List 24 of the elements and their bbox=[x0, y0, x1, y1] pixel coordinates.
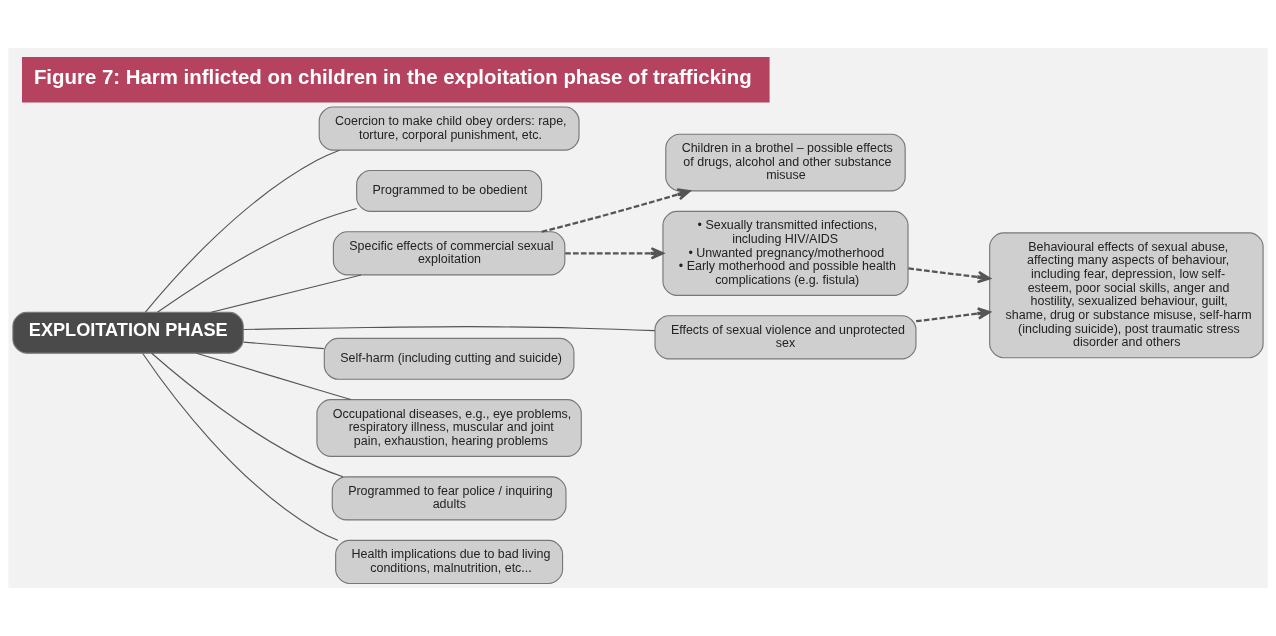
node-box: Self-harm (including cutting and suicide) bbox=[323, 337, 575, 380]
connector bbox=[210, 274, 362, 313]
connector bbox=[142, 352, 339, 541]
arrow bbox=[908, 267, 991, 284]
node-box: Coercion to make child obey orders: rape, torture, corporal punishment, etc. bbox=[318, 106, 580, 151]
node-box: Programmed to fear police / inquiring adults bbox=[331, 476, 567, 521]
connector bbox=[156, 207, 358, 313]
connector bbox=[144, 149, 340, 313]
node-box: Health implications due to bad living conditions, malnutrition, etc... bbox=[335, 539, 564, 585]
node-box: Children in a brothel – possible effects of drugs, alcohol and other substance misuse bbox=[665, 133, 906, 192]
node-box: Behavioural effects of sexual abuse, affecting many aspects of behaviour, including fear, depression, low self-esteem, poor social skills, anger and hostility, sexualized behaviour, guilt, shame, drug or substance misuse, self-harm (including suicide), post traumatic stress disorder and others bbox=[989, 232, 1264, 359]
diagram-title: Figure 7: Harm inflicted on children in the exploitation phase of trafficking bbox=[33, 65, 752, 88]
node-box: Specific effects of commercial sexual exploitation bbox=[332, 231, 566, 276]
connector bbox=[242, 326, 656, 332]
node-box: EXPLOITATION PHASE bbox=[12, 311, 244, 354]
node-box: Occupational diseases, e.g., eye problems, respiratory illness, muscular and joint pain, exhaustion, hearing problems bbox=[316, 399, 582, 457]
connector bbox=[151, 352, 344, 478]
connector bbox=[242, 341, 325, 350]
node-box: Effects of sexual violence and unprotected sex bbox=[654, 315, 917, 360]
arrow bbox=[541, 188, 691, 233]
node-box: Programmed to be obedient bbox=[356, 169, 543, 212]
node-box: • Sexually transmitted infections, including HIV/AIDS • Unwanted pregnancy/motherhood • Early motherhood and possible health complications (e.g. fistula) bbox=[662, 210, 909, 296]
arrow bbox=[915, 307, 991, 323]
arrow bbox=[565, 247, 665, 260]
